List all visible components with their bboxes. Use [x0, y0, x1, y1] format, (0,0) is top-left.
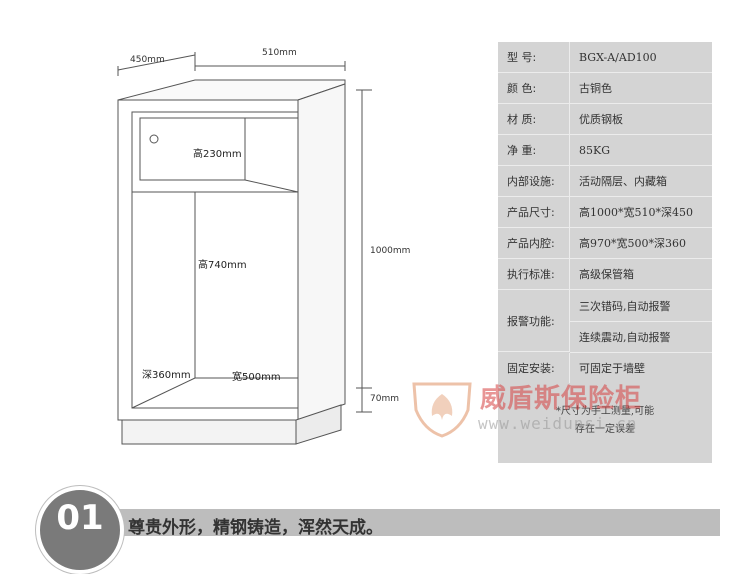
brand-logo-icon [410, 380, 474, 442]
spec-table: 型 号: BGX-A/AD100 颜 色: 古铜色 材 质: 优质钢板 净 重:… [498, 42, 712, 463]
watermark-url: www.weidunsi.cn [478, 414, 638, 433]
spec-row: 型 号: BGX-A/AD100 [498, 42, 712, 73]
spec-label: 颜 色: [498, 73, 570, 103]
spec-row: 内部设施: 活动隔层、内藏箱 [498, 166, 712, 197]
spec-value: 古铜色 [579, 82, 612, 95]
spec-value: 优质钢板 [579, 113, 623, 126]
feature-banner [90, 509, 720, 536]
install-value: 可固定于墙壁 [579, 362, 645, 375]
install-label: 固定安装: [498, 353, 570, 383]
cavity-height-label: 高740mm [198, 260, 247, 271]
spec-value: 高1000*宽510*深450 [579, 206, 693, 219]
spec-label: 执行标准: [498, 259, 570, 289]
base-height-label: 70mm [370, 394, 399, 404]
measure-note-line-2: 存在一定误差 [575, 424, 635, 435]
alarm-divider [570, 321, 712, 322]
feature-slogan: 尊贵外形，精钢铸造，浑然天成。 [128, 518, 383, 538]
spec-label: 内部设施: [498, 166, 570, 196]
spec-row: 净 重: 85KG [498, 135, 712, 166]
spec-row: 颜 色: 古铜色 [498, 73, 712, 104]
drawer-height-label: 高230mm [193, 149, 242, 160]
alarm-divider [570, 352, 712, 353]
brand-logo-icon [412, 382, 472, 438]
interior-depth-label: 深360mm [142, 370, 191, 381]
interior-width-label: 宽500mm [232, 372, 281, 383]
spec-label: 型 号: [498, 42, 570, 72]
spec-label: 产品内腔: [498, 228, 570, 258]
watermark-brand-name: 威盾斯保险柜 [480, 384, 643, 414]
spec-value: BGX-A/AD100 [579, 50, 657, 64]
front-width-label: 510mm [262, 48, 297, 58]
section-number: 01 [56, 498, 104, 538]
measure-note-line-1: *尺寸为手工测量,可能 [555, 406, 655, 417]
side-depth-label: 450mm [130, 55, 165, 65]
spec-label: 净 重: [498, 135, 570, 165]
spec-label: 产品尺寸: [498, 197, 570, 227]
spec-row: 材 质: 优质钢板 [498, 104, 712, 135]
spec-label: 材 质: [498, 104, 570, 134]
spec-row: 产品内腔: 高970*宽500*深360 [498, 228, 712, 259]
spec-row: 产品尺寸: 高1000*宽510*深450 [498, 197, 712, 228]
alarm-value-2: 连续震动,自动报警 [579, 330, 671, 344]
safe-outline-drawing [117, 52, 372, 445]
spec-value: 活动隔层、内藏箱 [579, 175, 667, 188]
spec-value: 高级保管箱 [579, 268, 634, 281]
safe-dimension-drawing: 450mm 510mm 1000mm 70mm 高230mm 高740mm 深3… [117, 48, 411, 445]
spec-value: 高970*宽500*深360 [579, 237, 686, 250]
total-height-label: 1000mm [370, 246, 411, 256]
alarm-label: 报警功能: [498, 290, 570, 352]
spec-value: 85KG [579, 143, 611, 157]
spec-row: 执行标准: 高级保管箱 [498, 259, 712, 290]
alarm-value-1: 三次错码,自动报警 [579, 299, 671, 313]
